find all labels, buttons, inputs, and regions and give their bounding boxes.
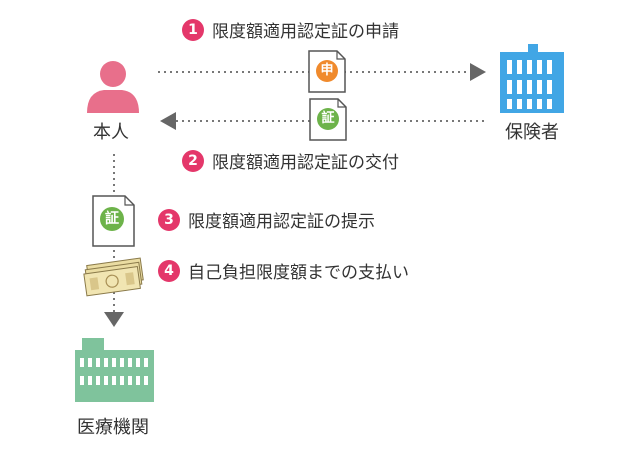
presented-certificate-document-icon <box>92 195 135 247</box>
step-4-number: 4 <box>158 259 180 282</box>
person-icon <box>87 61 139 113</box>
building-icon <box>500 44 564 113</box>
step-1-text: 限度額適用認定証の申請 <box>212 22 399 42</box>
step-1: 1 限度額適用認定証の申請 <box>182 17 399 42</box>
step-3-text: 限度額適用認定証の提示 <box>188 212 375 232</box>
person-label: 本人 <box>93 122 129 143</box>
hospital-building-icon <box>75 338 154 402</box>
step-3: 3 限度額適用認定証の提示 <box>158 207 375 232</box>
certificate-document-icon <box>309 98 347 141</box>
issue-arrow <box>160 112 486 130</box>
insurer-label: 保険者 <box>505 122 559 143</box>
certificate-badge: 証 <box>321 111 335 126</box>
step-4: 4 自己負担限度額までの支払い <box>158 258 409 283</box>
hospital-label: 医療機関 <box>77 417 149 438</box>
step-2: 2 限度額適用認定証の交付 <box>182 148 399 173</box>
step-2-text: 限度額適用認定証の交付 <box>212 153 399 173</box>
application-badge: 申 <box>320 63 334 78</box>
step-2-number: 2 <box>182 149 204 172</box>
presented-certificate-badge: 証 <box>105 211 119 227</box>
application-document-icon <box>308 50 346 93</box>
step-1-number: 1 <box>182 18 204 41</box>
step-3-number: 3 <box>158 208 180 231</box>
step-4-text: 自己負担限度額までの支払い <box>188 263 409 283</box>
banknotes-icon <box>83 257 144 297</box>
